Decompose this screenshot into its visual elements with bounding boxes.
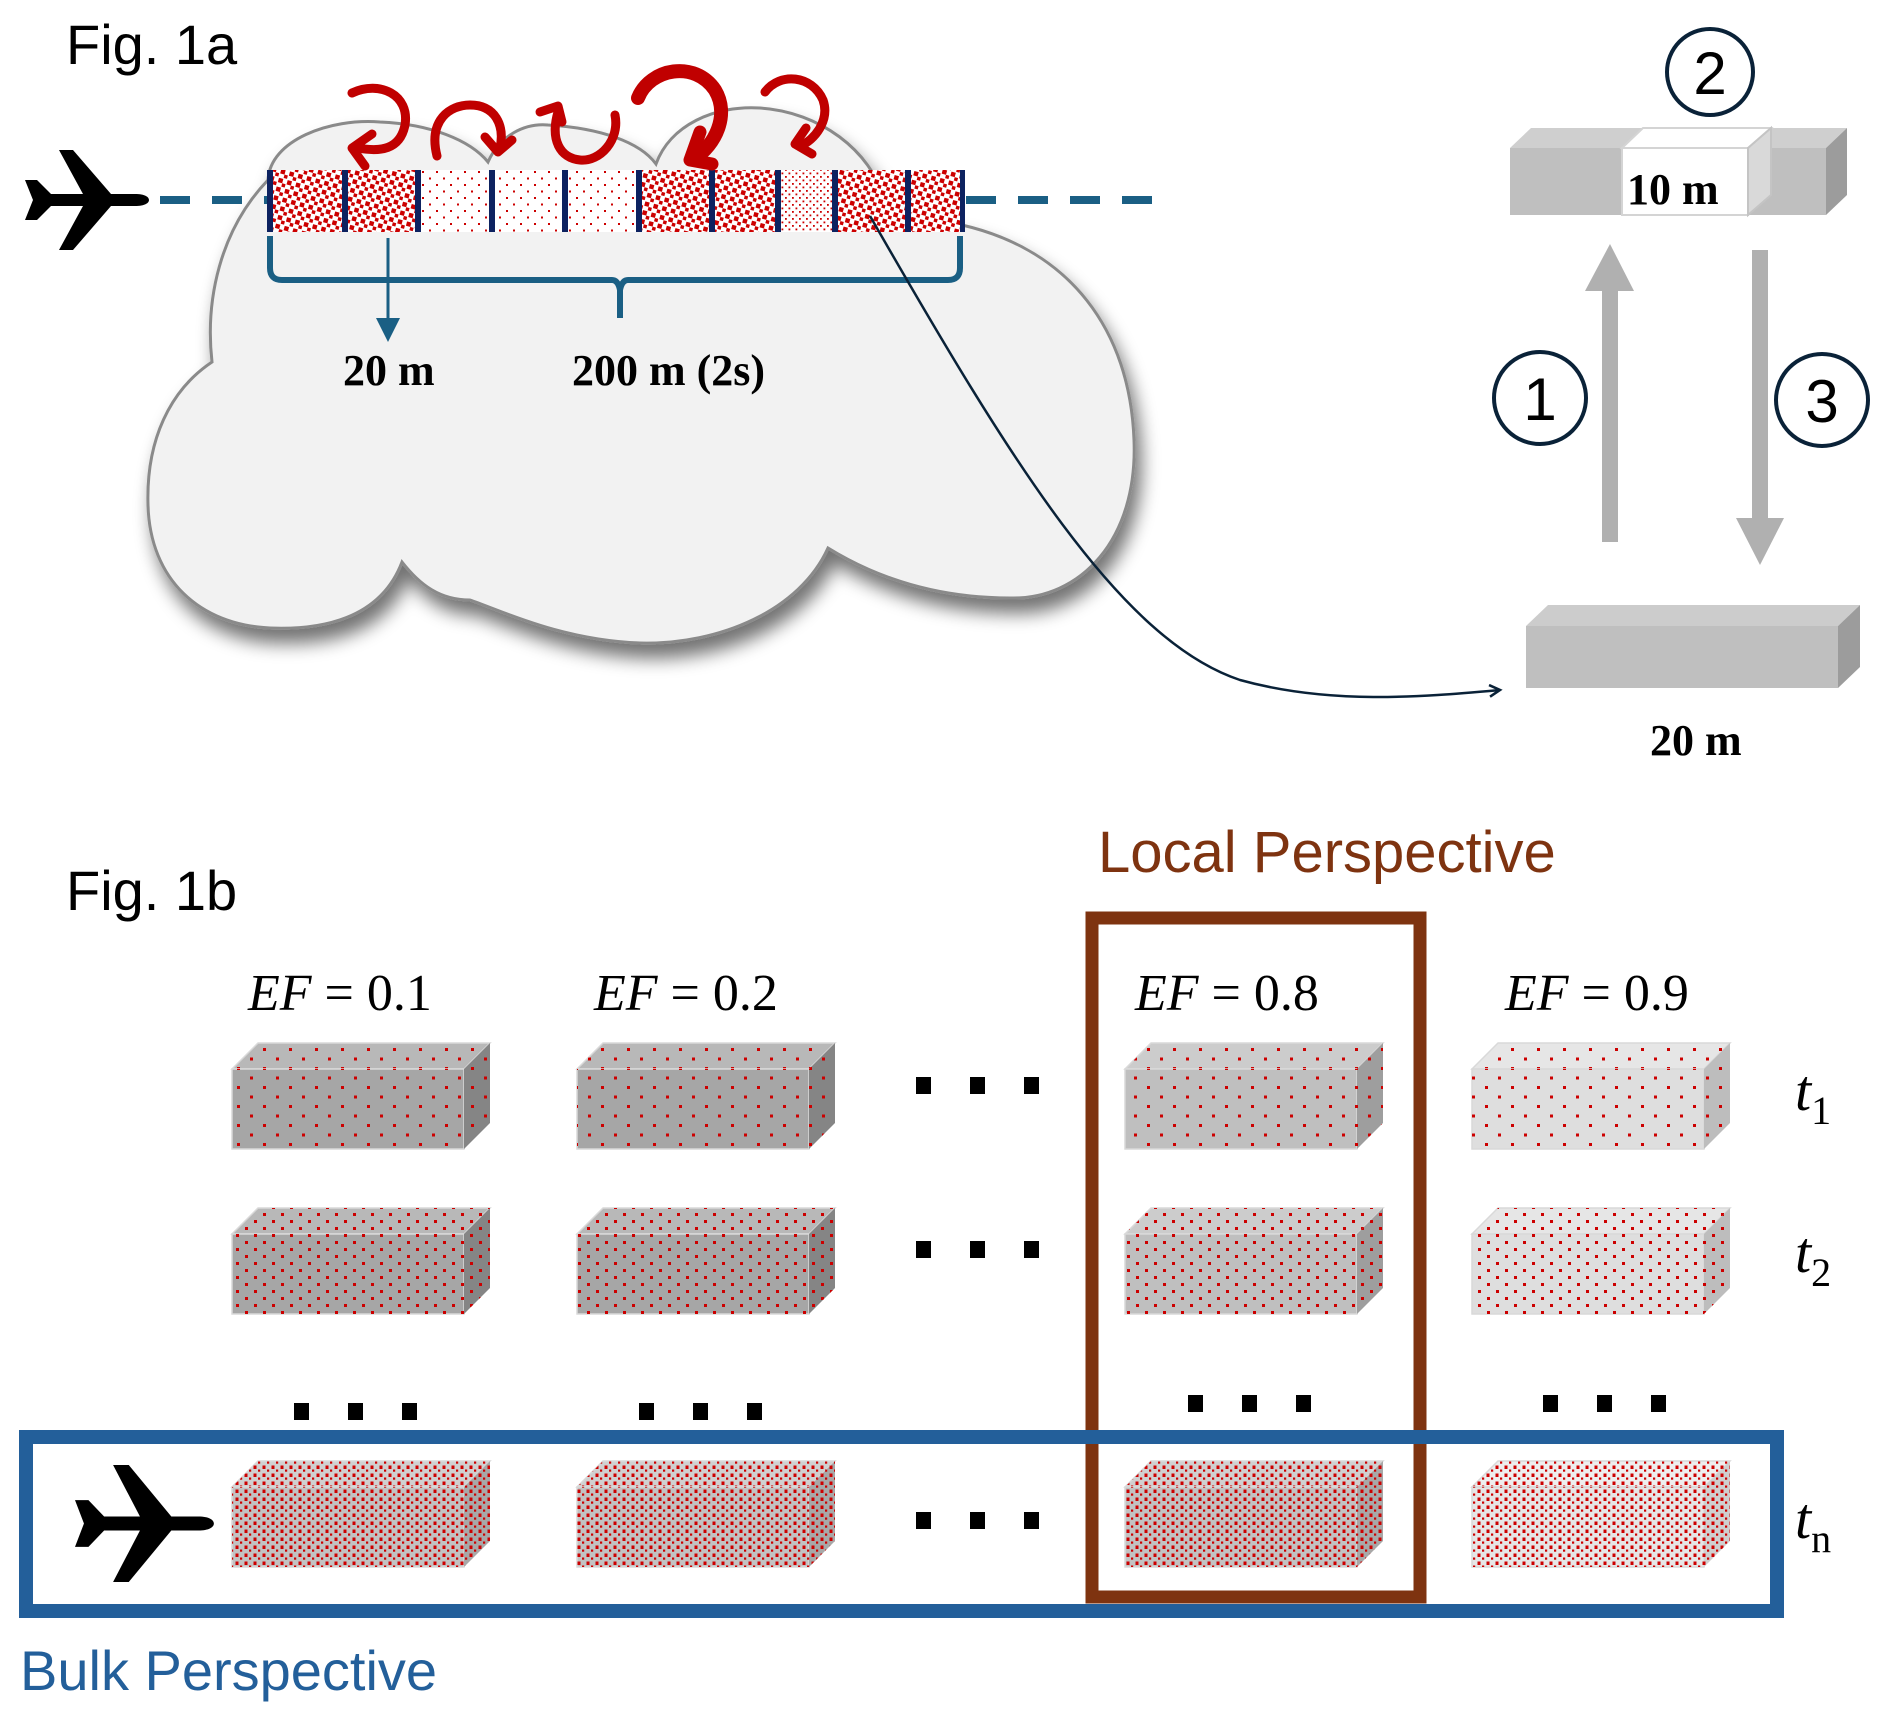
down-arrow-icon (1736, 250, 1784, 565)
row-ellipsis (1188, 1395, 1311, 1412)
flight-segment (418, 170, 492, 232)
sample-box (575, 1207, 837, 1315)
row-ellipsis (639, 1403, 762, 1420)
column-ellipsis (916, 1241, 1039, 1258)
step-3-badge: 3 (1774, 352, 1870, 448)
svg-text:2: 2 (1693, 40, 1726, 107)
flight-segment (712, 170, 778, 232)
ef-label: EF = 0.8 (1134, 965, 1319, 1022)
window-length-label: 200 m (2s) (572, 346, 765, 395)
sample-box (575, 1042, 837, 1150)
flight-segment (639, 170, 712, 232)
airplane-icon (75, 1465, 214, 1582)
segment-divider (905, 170, 911, 232)
eddy-arrow-icon (535, 101, 621, 165)
eddy-arrow-icon (631, 64, 729, 171)
eddy-arrow-icon (347, 83, 410, 171)
sample-box (230, 1207, 492, 1315)
eddy-arrow-icon (430, 100, 517, 161)
step-2-badge: 2 (1665, 27, 1755, 117)
local-perspective-frame (1085, 911, 1427, 1604)
turbulent-eddies (347, 64, 830, 171)
time-label-t1: t1 (1795, 1058, 1831, 1133)
column-ellipsis (916, 1077, 1039, 1094)
ef-label: EF = 0.1 (247, 965, 432, 1022)
ef-labels: EF = 0.1 EF = 0.2 EF = 0.8 EF = 0.9 (247, 965, 1689, 1022)
sample-box (1470, 1207, 1732, 1315)
flight-segment (778, 170, 835, 232)
time-label-t2: t2 (1795, 1220, 1831, 1295)
inset-upper-segment: 10 m (1510, 125, 1847, 218)
segment-divider (415, 170, 421, 232)
row-ellipsis (1543, 1395, 1666, 1412)
ef-label: EF = 0.2 (593, 965, 778, 1022)
subsegment-label: 10 m (1627, 165, 1719, 214)
bulk-perspective-frame (19, 1430, 1784, 1618)
sample-box (230, 1460, 492, 1568)
sample-box (1123, 1207, 1385, 1315)
svg-text:1: 1 (1523, 366, 1556, 433)
zoom-connector-arrow (868, 215, 1500, 699)
segment-divider (267, 170, 273, 232)
segment-divider (775, 170, 781, 232)
sample-box (575, 1460, 837, 1568)
inset-lower-segment (1526, 605, 1860, 688)
flight-segment (492, 170, 565, 232)
flight-segment (835, 170, 908, 232)
bulk-perspective-label: Bulk Perspective (20, 1639, 437, 1702)
segment-divider (709, 170, 715, 232)
up-arrow-icon (1585, 244, 1634, 542)
sample-box (1123, 1460, 1385, 1568)
sample-box (1123, 1042, 1385, 1150)
sample-box (230, 1042, 492, 1150)
svg-text:3: 3 (1805, 368, 1838, 435)
segment-divider (342, 170, 348, 232)
segment-divider (489, 170, 495, 232)
flight-segment (345, 170, 418, 232)
flight-segment (270, 170, 345, 232)
segment-length-label: 20 m (343, 346, 435, 395)
fig-1b-title: Fig. 1b (66, 859, 237, 922)
fig-1a-title: Fig. 1a (66, 13, 238, 76)
eddy-arrow-icon (760, 74, 830, 159)
time-label-tn: tn (1795, 1486, 1831, 1561)
flight-segment (908, 170, 962, 232)
sample-box (1470, 1460, 1732, 1568)
sample-box-grid (230, 1042, 1732, 1568)
flight-segment (565, 170, 639, 232)
segment-divider (960, 170, 965, 232)
segment-divider (636, 170, 642, 232)
airplane-icon (25, 150, 149, 250)
sample-box (1470, 1042, 1732, 1150)
segment-divider (562, 170, 568, 232)
ef-label: EF = 0.9 (1504, 965, 1689, 1022)
step-1-badge: 1 (1492, 350, 1588, 446)
cloud-shape (146, 106, 1136, 645)
inset-segment-label: 20 m (1650, 716, 1742, 765)
segment-divider (832, 170, 838, 232)
row-ellipsis (294, 1403, 417, 1420)
ellipsis-marks (294, 1077, 1666, 1529)
flight-segment-strip (267, 170, 965, 232)
local-perspective-label: Local Perspective (1098, 820, 1556, 885)
column-ellipsis (916, 1512, 1039, 1529)
window-brace (267, 236, 963, 318)
